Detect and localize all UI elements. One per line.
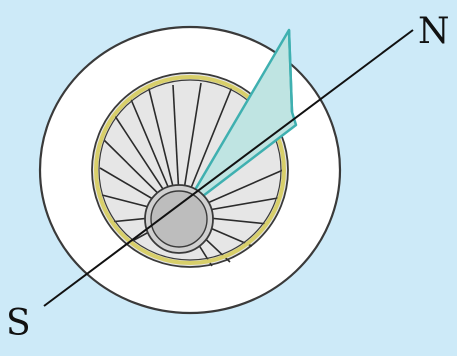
north-label: N bbox=[418, 14, 450, 50]
south-label: S bbox=[6, 306, 31, 342]
